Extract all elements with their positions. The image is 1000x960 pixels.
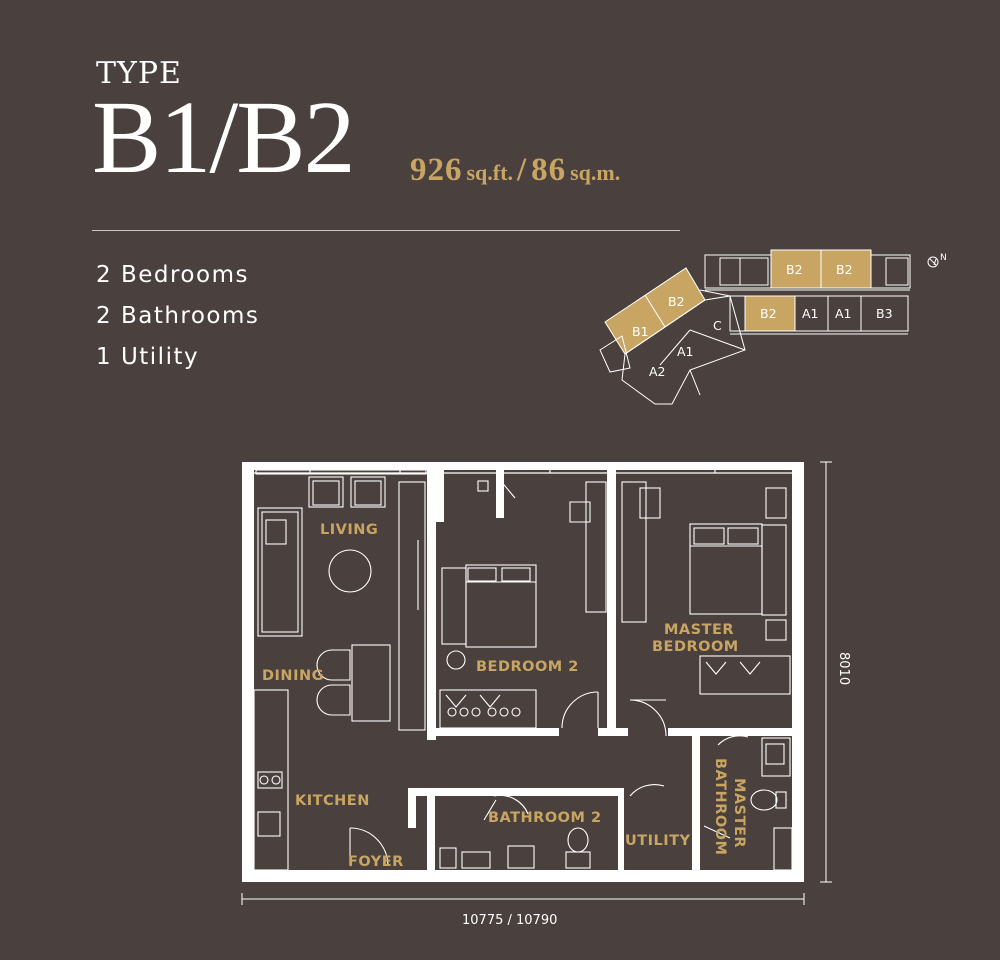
key-label-b1: B1 <box>632 324 649 339</box>
dimension-lines <box>241 461 832 905</box>
area-separator: / <box>516 152 528 188</box>
divider <box>92 230 680 231</box>
feature-list: 2 Bedrooms 2 Bathrooms 1 Utility <box>96 255 259 378</box>
unit-type-title: B1/B2 <box>92 80 356 195</box>
floor-plan: LIVING DINING KITCHEN FOYER BEDROOM 2 MA… <box>241 461 851 928</box>
key-label-b3: B3 <box>876 306 893 321</box>
outer-walls <box>242 462 804 882</box>
unit-area: 926 sq.ft. / 86 sq.m. <box>410 152 620 189</box>
dim-depth: 8010 <box>836 652 851 685</box>
area-sqft-unit: sq.ft. <box>466 160 513 185</box>
key-label-b2-2: B2 <box>836 262 853 277</box>
feature-utility: 1 Utility <box>96 344 200 370</box>
key-label-a1-2: A1 <box>802 306 819 321</box>
type-label: TYPE <box>96 56 182 91</box>
key-label-b2-4: B2 <box>668 294 685 309</box>
key-label-a1-1: A1 <box>677 344 694 359</box>
room-utility: UTILITY <box>625 833 691 849</box>
room-dining: DINING <box>262 668 324 684</box>
room-master-bath-line2: BATHROOM <box>712 758 728 855</box>
room-labels: LIVING DINING KITCHEN FOYER BEDROOM 2 MA… <box>262 522 747 870</box>
coffee-table <box>328 549 372 593</box>
feature-bedrooms: 2 Bedrooms <box>96 262 249 288</box>
key-plan <box>599 249 939 405</box>
area-sqm-value: 86 <box>531 152 567 188</box>
key-plan-labels: B2 B2 B2 B1 B2 C A1 A2 A1 A1 B3 N <box>632 253 947 379</box>
dim-width: 10775 / 10790 <box>462 913 557 928</box>
compass-label: N <box>940 253 947 263</box>
room-bedroom-2: BEDROOM 2 <box>476 659 579 675</box>
feature-bathrooms: 2 Bathrooms <box>96 303 260 329</box>
window-lines <box>254 462 797 860</box>
room-master-line2: BEDROOM <box>652 639 739 655</box>
furniture <box>253 469 793 871</box>
compass-icon <box>927 256 939 268</box>
key-unit-b2-mid <box>744 295 796 332</box>
room-bathroom-2: BATHROOM 2 <box>488 810 602 826</box>
room-kitchen: KITCHEN <box>295 793 370 809</box>
key-label-b2-1: B2 <box>786 262 803 277</box>
room-living: LIVING <box>320 522 378 538</box>
key-label-a2: A2 <box>649 364 666 379</box>
key-label-c: C <box>713 318 722 333</box>
area-sqft-value: 926 <box>410 152 463 188</box>
key-label-b2-3: B2 <box>760 306 777 321</box>
key-unit-b2-top-right <box>820 249 872 289</box>
interior-walls <box>408 462 792 872</box>
area-sqm-unit: sq.m. <box>570 160 621 185</box>
room-master-line1: MASTER <box>664 622 734 638</box>
room-foyer: FOYER <box>348 854 404 870</box>
key-label-a1-3: A1 <box>835 306 852 321</box>
room-master-bath-line1: MASTER <box>731 778 747 848</box>
